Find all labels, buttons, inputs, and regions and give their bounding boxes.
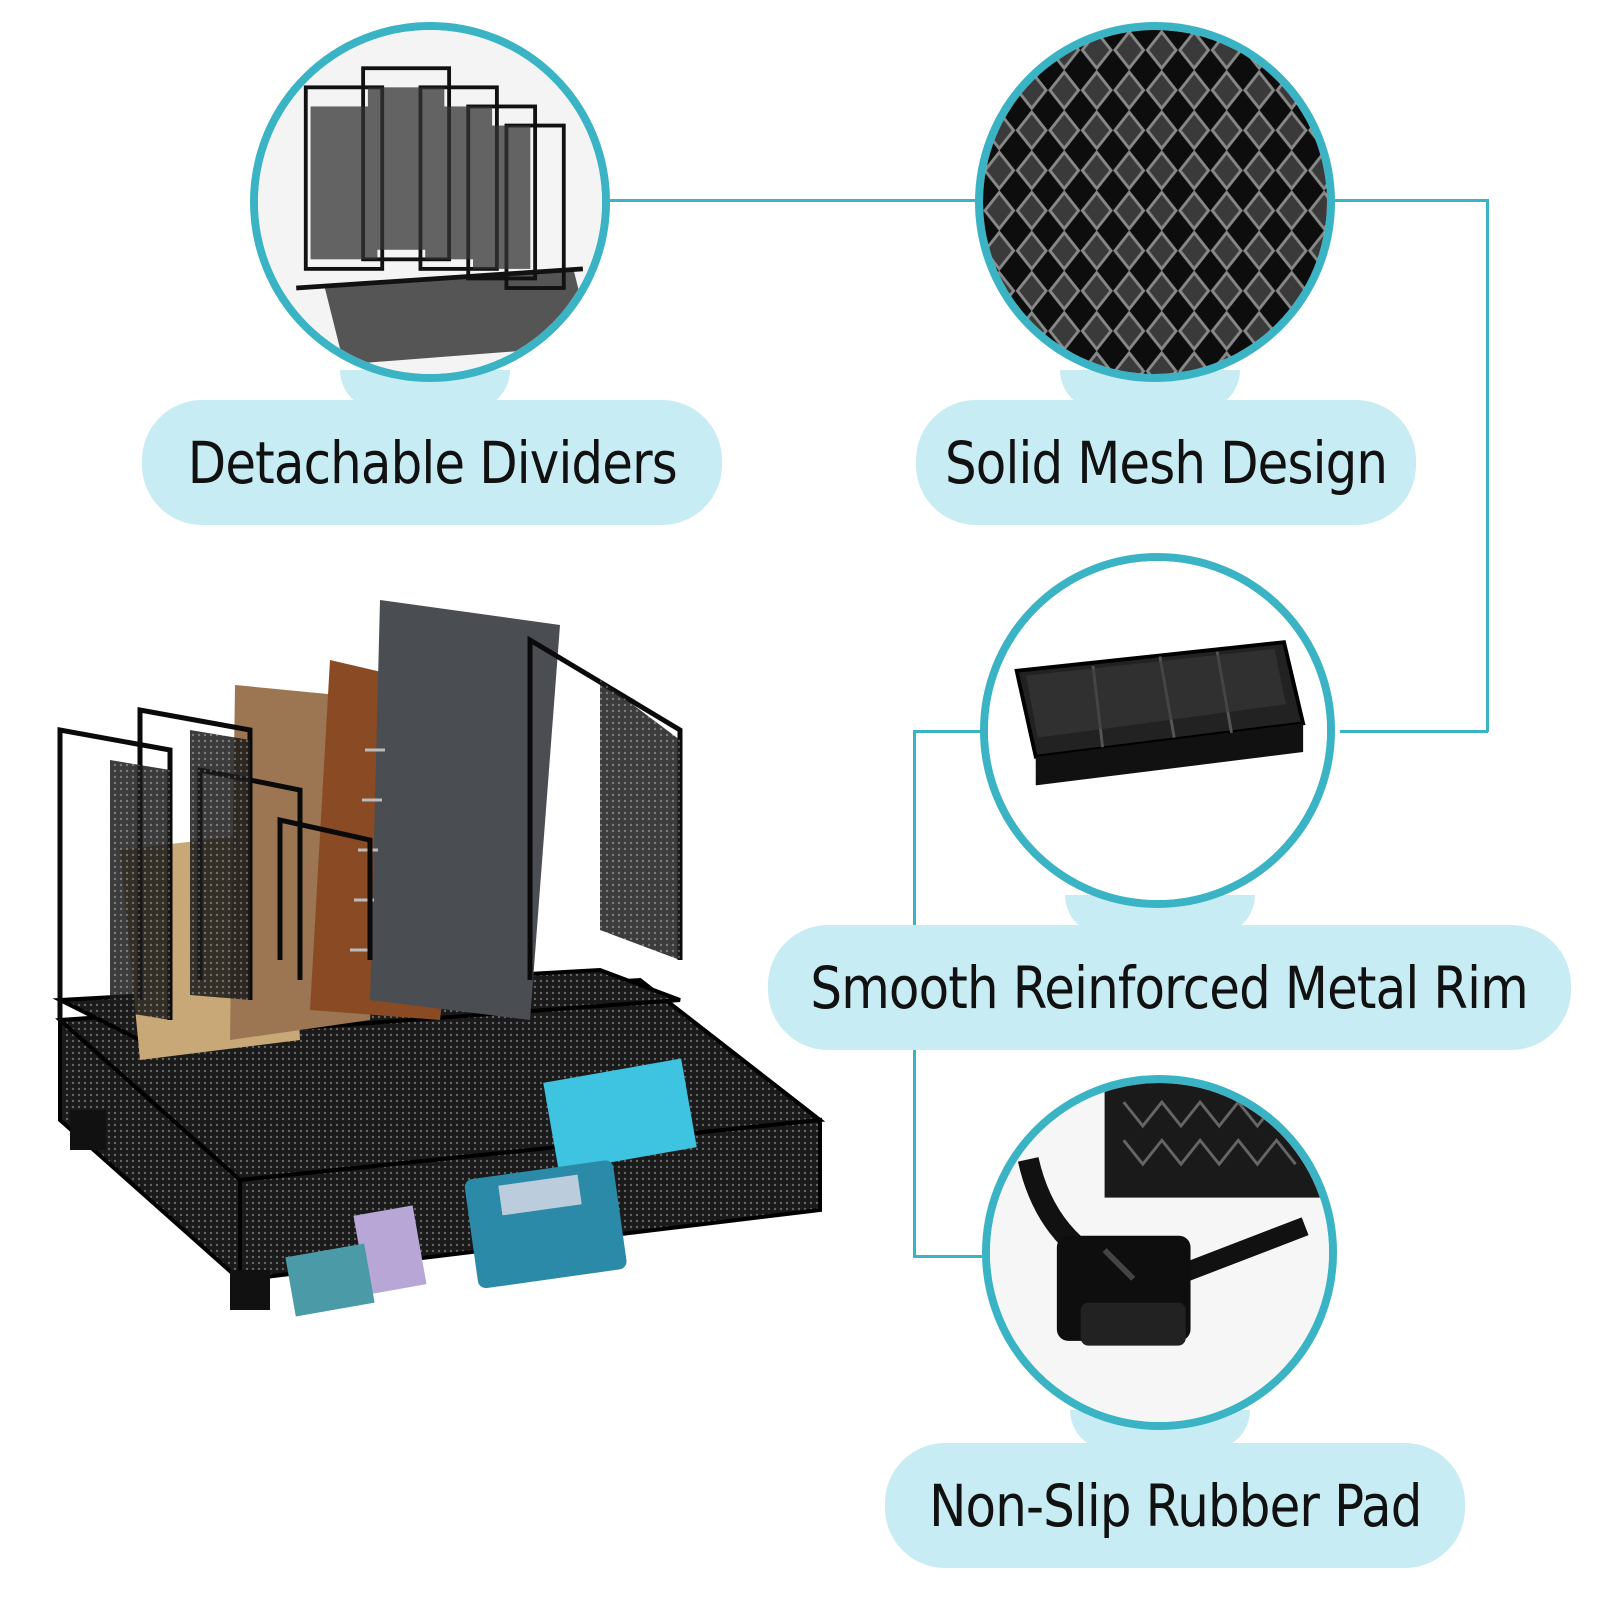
feature-label-pill: Smooth Reinforced Metal Rim [768, 925, 1571, 1050]
feature-label-pill: Non-Slip Rubber Pad [885, 1443, 1465, 1568]
connector-line-right-v [1486, 199, 1489, 732]
feature-label-pill: Detachable Dividers [142, 400, 722, 525]
feature-label: Non-Slip Rubber Pad [928, 1471, 1422, 1540]
connector-line-right-h-bottom [1340, 730, 1488, 733]
feature-label-pill: Solid Mesh Design [916, 400, 1416, 525]
connector-line-left-v-bottom [913, 1050, 916, 1257]
connector-line-left-v-top [913, 730, 916, 930]
connector-line-left-h-bottom [913, 1255, 993, 1258]
rubber-foot-icon [982, 1075, 1337, 1430]
feature-label: Detachable Dividers [187, 428, 677, 497]
feature-label: Solid Mesh Design [944, 428, 1388, 497]
connector-line-top [600, 199, 980, 202]
desk-organizer-photo [40, 600, 840, 1360]
feature-label: Smooth Reinforced Metal Rim [810, 953, 1529, 1022]
connector-line-left-h-top [913, 730, 993, 733]
connector-line-right-h-top [1318, 199, 1488, 202]
mesh-closeup-icon [975, 22, 1335, 382]
drawer-tray-icon [980, 553, 1335, 908]
dividers-closeup-icon [250, 22, 610, 382]
